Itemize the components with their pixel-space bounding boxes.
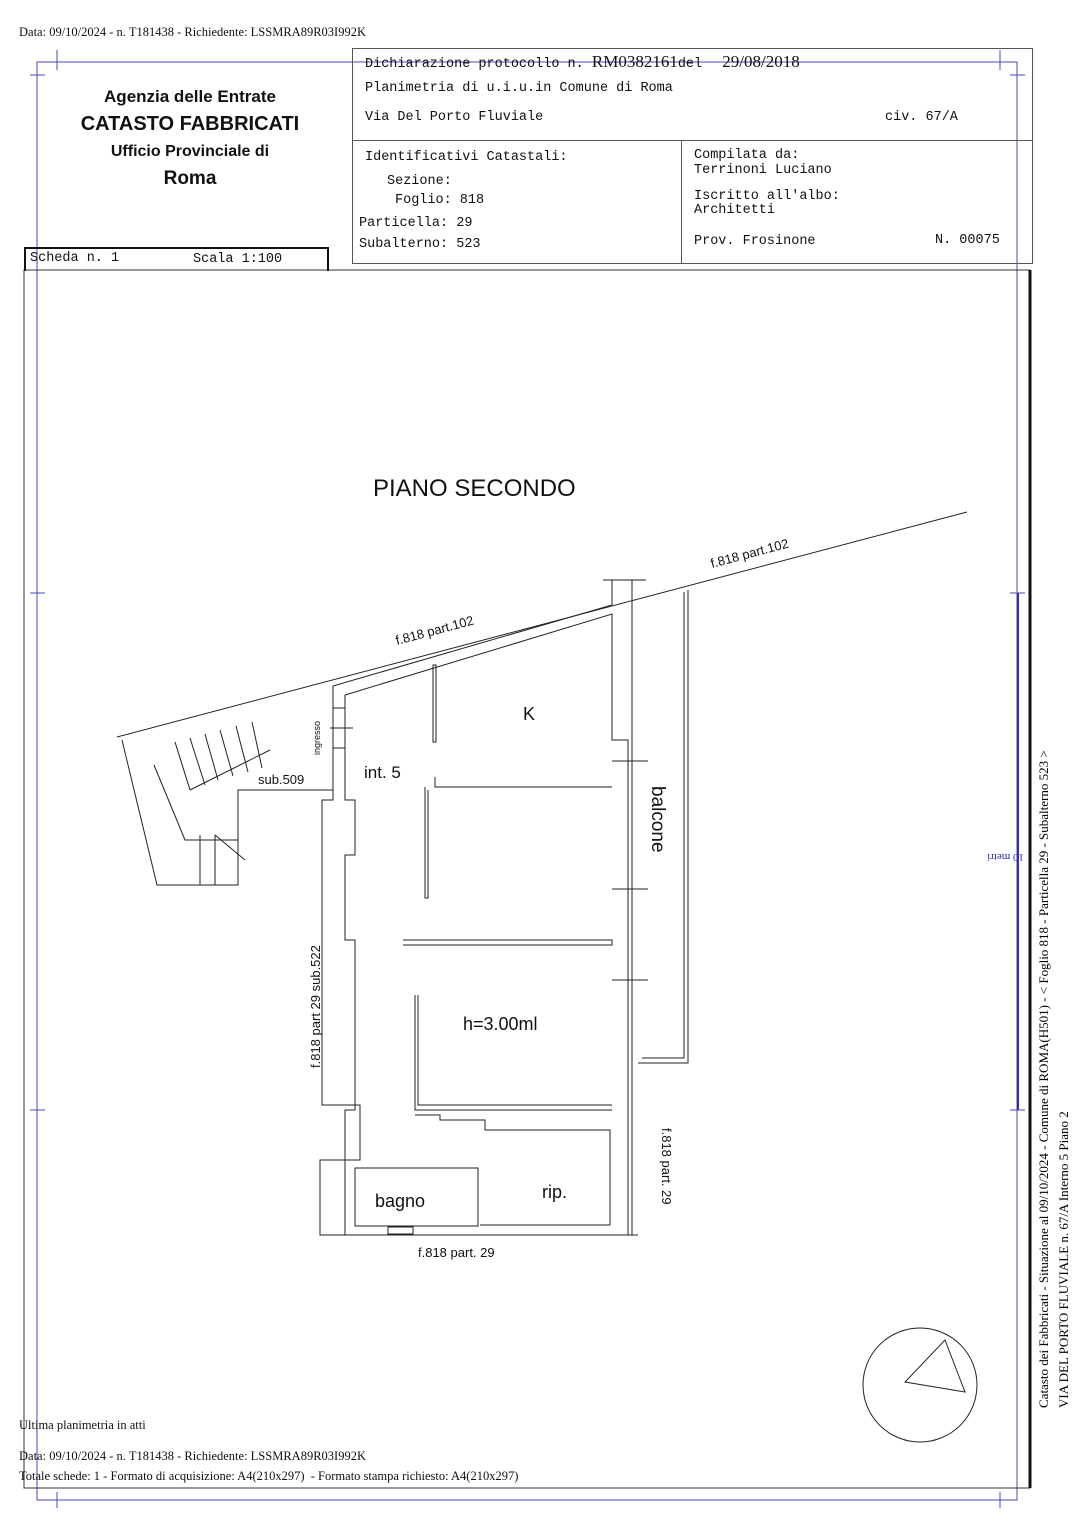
border-label-right: f.818 part. 29	[659, 1128, 674, 1205]
scheda-box: Scheda n. 1 Scala 1:100	[24, 247, 329, 271]
subalterno: Subalterno: 523	[359, 237, 481, 252]
albo-value: Architetti	[694, 203, 776, 218]
sezione: Sezione:	[387, 174, 452, 189]
albo-number: N. 00075	[935, 233, 1000, 248]
protocol-del: del	[677, 57, 703, 72]
border-label-left: f.818 part 29 sub.522	[308, 945, 323, 1068]
room-bagno-label: bagno	[375, 1191, 425, 1211]
address: Via Del Porto Fluviale	[365, 110, 544, 125]
side-text-line1: Catasto dei Fabbricati - Situazione al 0…	[1036, 750, 1051, 1408]
catasto-title: CATASTO FABBRICATI	[80, 113, 300, 135]
room-balcone-label: balcone	[647, 786, 668, 853]
foglio: Foglio: 818	[395, 193, 485, 208]
agency-block: Agenzia delle Entrate CATASTO FABBRICATI…	[40, 84, 340, 193]
border-label-top-left: f.818 part.102	[394, 613, 475, 648]
room-kitchen-label: K	[523, 704, 535, 724]
compilata-name: Terrinoni Luciano	[694, 163, 832, 178]
footer-request-line: Data: 09/10/2024 - n. T181438 - Richiede…	[19, 1449, 366, 1463]
protocol-number: RM0382161	[591, 52, 678, 71]
main-frame	[23, 269, 1031, 1489]
border-label-top-right: f.818 part.102	[709, 536, 790, 571]
albo-label: Iscritto all'albo:	[694, 189, 840, 204]
room-int5-label: int. 5	[364, 763, 401, 782]
north-arrow-icon	[862, 1327, 978, 1443]
identificativi-title: Identificativi Catastali:	[365, 150, 568, 165]
scale-bar-label: 10 metri	[987, 851, 1024, 863]
ufficio-city: Roma	[163, 168, 217, 189]
room-rip-label: rip.	[542, 1182, 567, 1202]
particella: Particella: 29	[359, 216, 473, 231]
sub509-label: sub.509	[258, 772, 304, 787]
ultima-planimetria: Ultima planimetria in atti	[19, 1418, 146, 1432]
scheda-number: Scheda n. 1	[30, 251, 120, 266]
ufficio-label: Ufficio Provinciale di	[110, 143, 270, 160]
planimetria-line: Planimetria di u.i.u.in Comune di Roma	[365, 81, 673, 96]
protocol-date: 29/08/2018	[722, 52, 800, 71]
agency-name: Agenzia delle Entrate	[104, 87, 276, 106]
scale: Scala 1:100	[193, 252, 283, 267]
height-label: h=3.00ml	[463, 1014, 538, 1034]
protocol-label: Dichiarazione protocollo n.	[365, 57, 584, 72]
header-box: Dichiarazione protocollo n. RM0382161del…	[352, 48, 1033, 264]
border-label-bottom: f.818 part. 29	[418, 1245, 495, 1260]
province: Prov. Frosinone	[694, 234, 816, 249]
footer-format-line: Totale schede: 1 - Formato di acquisizio…	[19, 1469, 519, 1483]
top-request-line: Data: 09/10/2024 - n. T181438 - Richiede…	[19, 25, 366, 39]
ingresso-label: ingresso	[312, 721, 322, 755]
plan-title: PIANO SECONDO	[373, 475, 576, 502]
protocol-line: Dichiarazione protocollo n. RM0382161del…	[365, 52, 800, 72]
guide-frame	[30, 50, 1025, 1508]
civic-number: civ. 67/A	[885, 110, 958, 125]
side-text-line2: VIA DEL PORTO FLUVIALE n. 67/A Interno 5…	[1056, 1111, 1071, 1408]
compilata-label: Compilata da:	[694, 148, 800, 163]
